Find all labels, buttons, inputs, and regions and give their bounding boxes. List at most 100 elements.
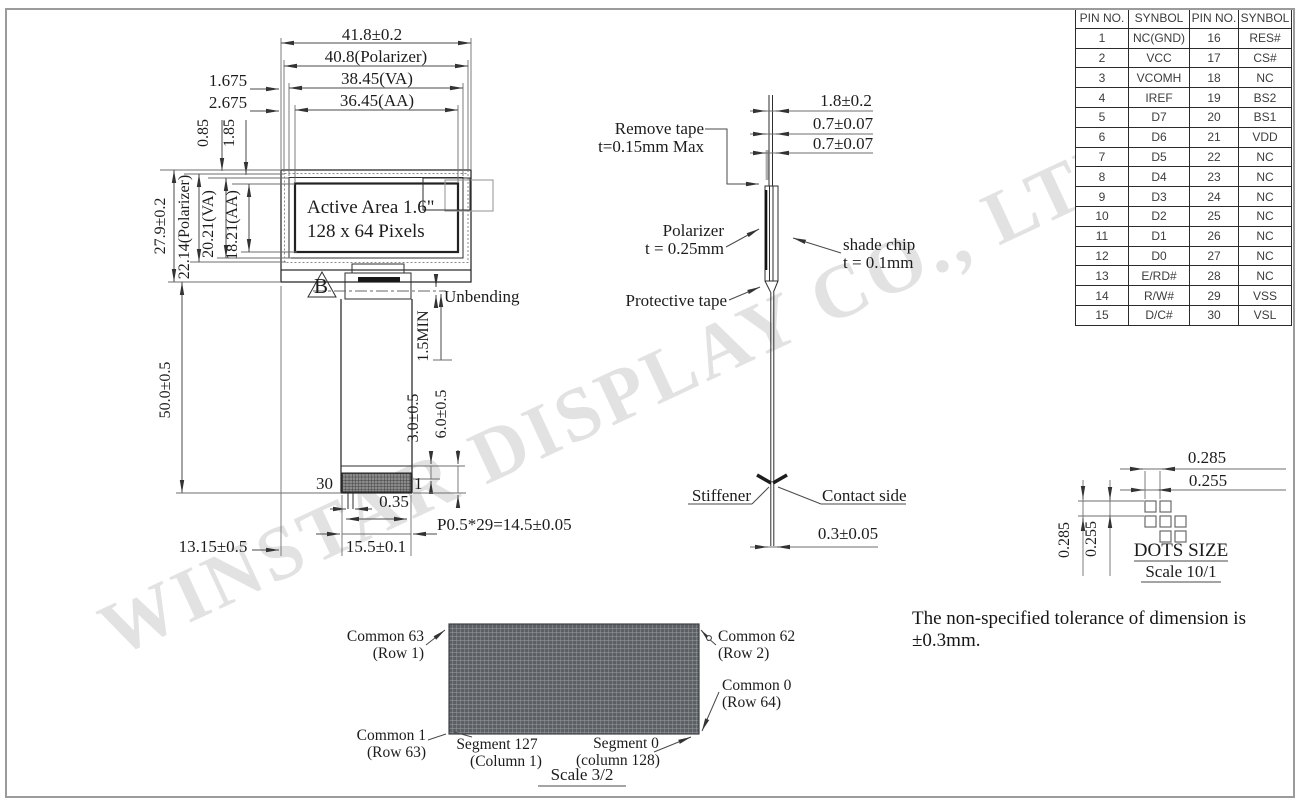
dots-height: 0.255 — [1083, 521, 1100, 557]
pin-table-cell: 17 — [1189, 47, 1239, 69]
contact-side-label: Contact side — [822, 486, 907, 505]
pin-table-cell: BS1 — [1238, 106, 1292, 128]
va-outline — [288, 177, 464, 259]
dots-size-title: DOTS SIZE — [1134, 540, 1228, 561]
pin-table-cell: D5 — [1128, 146, 1190, 168]
segment127-line2: (Column 1) — [470, 753, 542, 770]
pin-table-cell: 11 — [1075, 225, 1129, 247]
dots-size-scale: Scale 10/1 — [1145, 562, 1216, 581]
pin-table-cell: R/W# — [1128, 285, 1190, 306]
pin-table-cell: D7 — [1128, 106, 1190, 128]
detail-callout-box — [444, 179, 494, 212]
pin-30-label: 30 — [316, 474, 333, 493]
dim-0-3: 0.3±0.05 — [818, 524, 878, 543]
dim-fpc-length: 50.0±0.5 — [157, 362, 174, 419]
dim-offset-2675: 2.675 — [209, 93, 247, 112]
pin-table-cell: 30 — [1189, 304, 1239, 326]
pin-table-cell: 13 — [1075, 265, 1129, 287]
common0-line1: Common 0 — [722, 677, 792, 694]
detail-b-triangle — [307, 270, 337, 298]
dim-6-0: 6.0±0.5 — [433, 390, 450, 439]
dot-grid — [1144, 500, 1187, 543]
dim-height-polarizer: 22.14(Polarizer) — [176, 175, 193, 279]
segment0-line1: Segment 0 — [593, 735, 659, 752]
pixel-array-scale: Scale 3/2 — [551, 765, 614, 784]
dim-height-va: 20.21(VA) — [200, 190, 217, 258]
shade-chip-line2: t = 0.1mm — [843, 253, 914, 272]
active-area-line1: Active Area 1.6" — [307, 197, 435, 218]
detail-b-label: B — [314, 274, 328, 298]
dim-offset-185: 1.85 — [221, 119, 238, 147]
polarizer-outline — [284, 173, 469, 263]
pin-table-cell: VCOMH — [1128, 67, 1190, 89]
pin-table-cell: 1 — [1075, 27, 1129, 49]
dim-width-aa: 36.45(AA) — [340, 91, 414, 110]
pin-table-cell: NC — [1238, 166, 1292, 188]
dots-pitch-v: 0.285 — [1056, 522, 1073, 558]
dim-fpc-width: 15.5±0.1 — [346, 537, 406, 556]
polarizer-line2: t = 0.25mm — [645, 239, 724, 258]
pixel-array — [448, 623, 700, 735]
pin-table-cell: 7 — [1075, 146, 1129, 168]
dim-width-polarizer: 40.8(Polarizer) — [325, 47, 427, 66]
pin-table-cell: NC — [1238, 67, 1292, 89]
pin-table-cell: NC — [1238, 186, 1292, 207]
dim-1-8: 1.8±0.2 — [820, 91, 872, 110]
protective-tape-label: Protective tape — [626, 291, 728, 310]
pin-table-header: SYNBOL — [1128, 8, 1190, 29]
tolerance-note: The non-specified tolerance of dimension… — [912, 608, 1246, 651]
pin-table-cell: VSL — [1238, 304, 1292, 326]
pin-table-cell: VDD — [1238, 126, 1292, 148]
pin-table-cell: RES# — [1238, 27, 1292, 49]
dim-contact-width: 0.35 — [379, 492, 409, 511]
pin-table-cell: 26 — [1189, 225, 1239, 247]
dots-size-detail: 0.285 0.255 0.285 0.255 DOTS SIZE Scale … — [1056, 448, 1286, 583]
pin-table-cell: NC — [1238, 245, 1292, 267]
pin-table-header: SYNBOL — [1238, 8, 1292, 29]
dim-min-bend: 1.5MIN — [415, 310, 432, 362]
pin-table-cell: CS# — [1238, 47, 1292, 69]
pin-table-cell: 19 — [1189, 87, 1239, 108]
pin-table-cell: NC — [1238, 205, 1292, 227]
dim-0-7-a: 0.7±0.07 — [813, 114, 874, 133]
dim-offset-085: 0.85 — [195, 119, 212, 147]
dim-width-va: 38.45(VA) — [341, 69, 413, 88]
pin-table-cell: NC(GND) — [1128, 27, 1190, 49]
dim-pitch: P0.5*29=14.5±0.05 — [437, 515, 572, 534]
polarizer-line1: Polarizer — [663, 221, 725, 240]
pin-table-cell: 21 — [1189, 126, 1239, 148]
pin-table-cell: 16 — [1189, 27, 1239, 49]
dim-width-total: 41.8±0.2 — [342, 25, 402, 44]
pin-table-cell: 29 — [1189, 285, 1239, 306]
pin-table-cell: 20 — [1189, 106, 1239, 128]
pin-table-header: PIN NO. — [1189, 8, 1239, 29]
pin-table-cell: D2 — [1128, 205, 1190, 227]
pixel-array-diagram: Common 63 (Row 1) Common 62 (Row 2) Comm… — [347, 623, 795, 787]
pin-table-cell: 25 — [1189, 205, 1239, 227]
dim-fpc-offset: 13.15±0.5 — [179, 537, 248, 556]
pin-table-cell: VSS — [1238, 285, 1292, 306]
segment127-line1: Segment 127 — [456, 736, 538, 753]
pin-table-cell: D0 — [1128, 245, 1190, 267]
pin-table-cell: 15 — [1075, 304, 1129, 326]
pin-table-cell: 18 — [1189, 67, 1239, 89]
common62-line2: (Row 2) — [718, 645, 769, 662]
common1-line1: Common 1 — [357, 727, 426, 744]
dim-3-0: 3.0±0.5 — [405, 394, 422, 443]
shade-chip-line1: shade chip — [843, 235, 915, 254]
remove-tape-line2: t=0.15mm Max — [598, 137, 704, 156]
pin-table-cell: D4 — [1128, 166, 1190, 188]
pin-table-cell: 10 — [1075, 205, 1129, 227]
pin-table-cell: 3 — [1075, 67, 1129, 89]
